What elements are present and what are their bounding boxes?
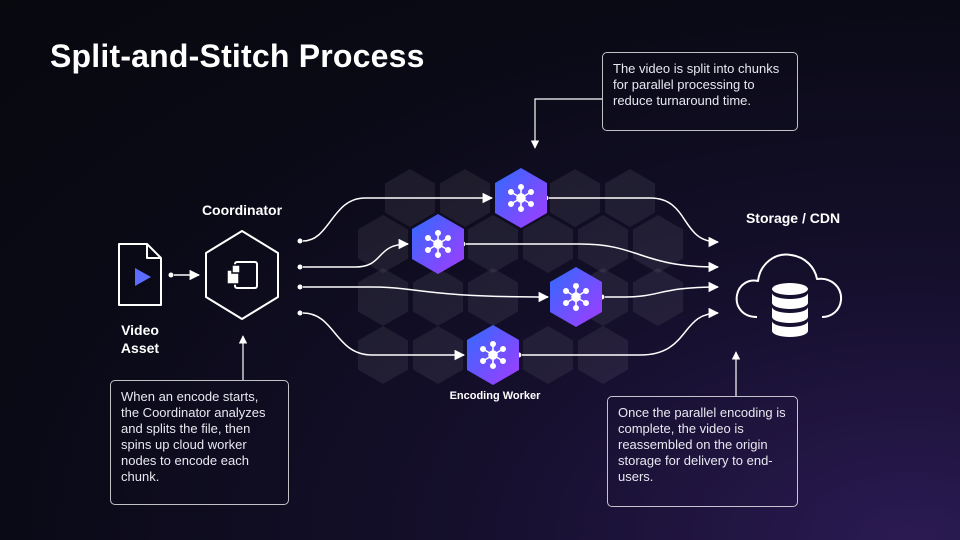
reassemble-callout: Once the parallel encoding is complete, … <box>607 396 798 507</box>
video-asset-label: Video Asset <box>120 322 160 356</box>
encoding-worker-node <box>467 325 519 385</box>
honeycomb-background <box>357 169 684 384</box>
worker-node-icon <box>479 340 506 369</box>
encoding-worker-node <box>412 214 464 274</box>
split-file-icon <box>226 261 258 289</box>
coordinator-node <box>205 230 279 320</box>
chunk-flows <box>297 192 720 361</box>
chunk-flow-2 <box>303 238 410 268</box>
worker-node-icon <box>562 282 589 311</box>
worker-node-icon <box>424 230 451 259</box>
honeycomb-cell <box>357 268 409 326</box>
chunk-flow-1 <box>302 192 494 242</box>
honeycomb-cell <box>412 268 464 326</box>
split-callout-pointer <box>530 98 602 149</box>
coordinator-callout: When an encode starts, the Coordinator a… <box>110 380 289 505</box>
honeycomb-cell <box>357 215 409 273</box>
encoding-workers <box>412 168 602 385</box>
honeycomb-cell <box>632 215 684 273</box>
encoding-worker-node <box>550 267 602 327</box>
chunk-flow-3 <box>303 286 550 303</box>
coordinator-label: Coordinator <box>201 202 283 218</box>
chunk-flow-4 <box>302 312 466 361</box>
encoding-worker-label: Encoding Worker <box>449 390 541 402</box>
honeycomb-cell <box>467 268 519 326</box>
page-title: Split-and-Stitch Process <box>50 38 425 74</box>
stitch-flow-1 <box>549 197 720 248</box>
worker-node-icon <box>507 184 534 213</box>
stitch-flow-4 <box>522 307 720 356</box>
stitch-flow-2 <box>466 243 720 273</box>
split-callout: The video is split into chunks for paral… <box>602 52 798 131</box>
honeycomb-cell <box>632 268 684 326</box>
encoding-worker-node <box>495 168 547 228</box>
asset-to-coordinator-arrow <box>168 269 201 281</box>
honeycomb-cell <box>577 215 629 273</box>
video-file-icon <box>118 243 162 306</box>
storage-label: Storage / CDN <box>745 210 841 226</box>
cloud-database-icon <box>735 253 843 337</box>
stitch-flow-3 <box>605 281 720 298</box>
